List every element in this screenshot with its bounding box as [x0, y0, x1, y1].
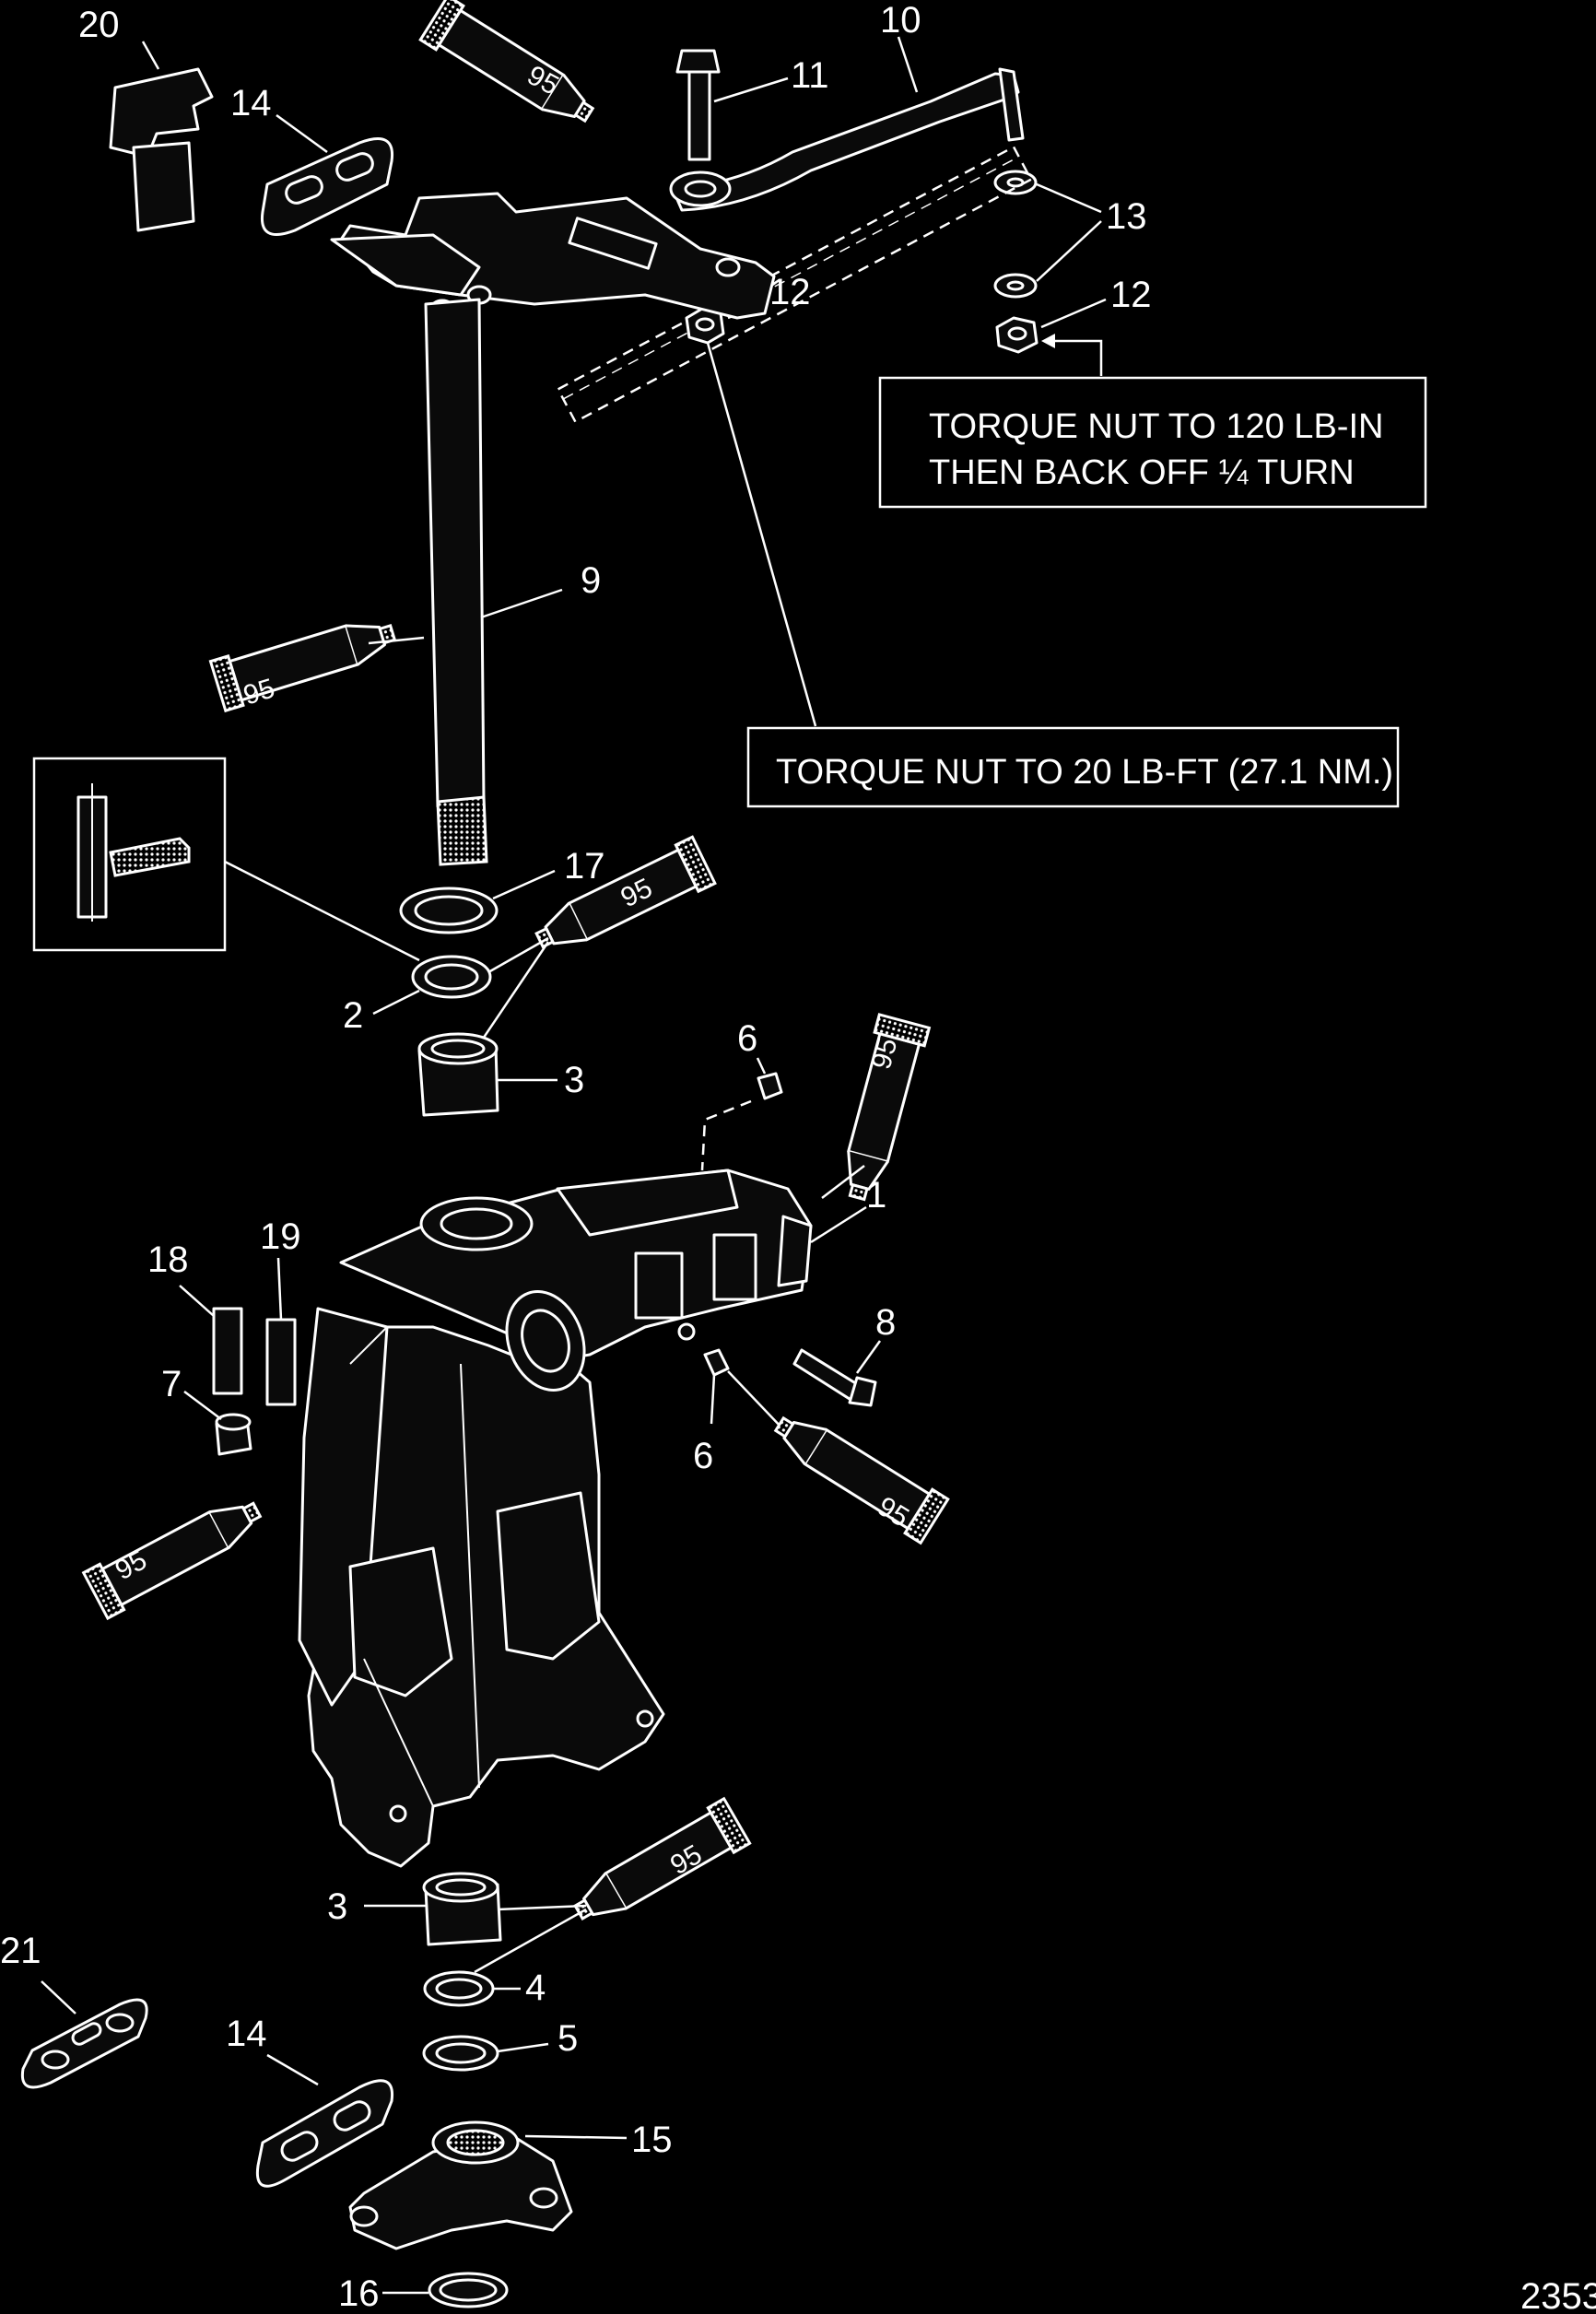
callout-1: 1	[866, 1175, 886, 1216]
leader-21	[41, 1980, 76, 2014]
figure-number: 2353	[1520, 2276, 1596, 2314]
leader-9	[480, 588, 563, 619]
part-8-bolt	[792, 1348, 877, 1407]
leader-17	[492, 869, 556, 900]
part-18-decal	[212, 1307, 243, 1395]
torque-note-20: TORQUE NUT TO 20 LB-FT (27.1 NM.)	[776, 753, 1393, 792]
leader-15	[524, 2134, 628, 2140]
leader-19	[276, 1257, 283, 1321]
leader-6-top	[756, 1057, 767, 1075]
part-3-bushing-top	[417, 1032, 499, 1117]
callout-20: 20	[78, 5, 120, 45]
part-19-decal	[265, 1318, 297, 1406]
callout-19: 19	[260, 1216, 301, 1257]
part-steering-arm	[330, 192, 776, 320]
leader-11	[713, 76, 789, 103]
leader-13b	[1036, 220, 1102, 282]
part-12-nut-right	[995, 316, 1039, 354]
torque-note-120-line1: TORQUE NUT TO 120 LB-IN	[929, 407, 1383, 446]
callout-10: 10	[880, 0, 921, 41]
part-20-decal	[109, 67, 214, 232]
leader-note-120	[1050, 339, 1103, 376]
callout-5: 5	[557, 2018, 578, 2059]
part-17-seal	[399, 887, 499, 934]
phantom-shaft	[556, 145, 1033, 424]
callout-12-center: 12	[769, 272, 811, 312]
callout-7: 7	[161, 1364, 182, 1404]
leader-8	[855, 1340, 882, 1374]
torque-note-box-20	[746, 726, 1400, 808]
leader-13a	[1036, 182, 1102, 214]
callout-18: 18	[147, 1239, 189, 1280]
callout-4: 4	[525, 1967, 546, 2008]
callout-2: 2	[343, 995, 363, 1036]
callout-16: 16	[338, 2273, 380, 2314]
leader-14-bottom	[266, 2053, 319, 2086]
leader-2	[372, 989, 420, 1016]
leader-10	[897, 36, 919, 93]
leader-18	[179, 1285, 215, 1317]
part-6-grease-fitting-bottom	[703, 1348, 730, 1377]
leader-12-right	[1040, 298, 1107, 329]
callout-15: 15	[631, 2120, 673, 2160]
part-6-grease-fitting-top	[757, 1072, 783, 1100]
inset-shaft-detail	[76, 783, 191, 922]
callout-6-bottom: 6	[693, 1436, 713, 1476]
part-14-retainer-plate-bottom	[255, 2079, 394, 2188]
torque-note-120-line2: THEN BACK OFF ¼ TURN	[929, 453, 1355, 492]
part-16-snap-ring	[428, 2272, 509, 2308]
callout-17: 17	[564, 846, 605, 887]
callout-3-top: 3	[564, 1060, 584, 1100]
callout-14-bottom: 14	[226, 2014, 267, 2054]
callout-12-right: 12	[1110, 275, 1152, 315]
callout-8: 8	[875, 1302, 896, 1343]
part-4-seal	[423, 1970, 495, 2007]
part-9-steering-shaft	[424, 298, 488, 866]
callout-21: 21	[0, 1931, 41, 1971]
part-21-retainer	[20, 1998, 148, 2089]
leader-note-20	[706, 342, 817, 727]
callout-9: 9	[581, 560, 601, 601]
part-14-retainer-plate-top	[260, 137, 394, 236]
part-3-bushing-bottom	[422, 1872, 502, 1946]
callout-3-bottom: 3	[327, 1886, 347, 1927]
callout-13: 13	[1106, 196, 1147, 237]
part-7-bushing	[215, 1413, 252, 1456]
part-2-seal	[411, 955, 492, 999]
leader-7	[183, 1391, 222, 1420]
part-11-bolt	[675, 49, 721, 161]
part-1-swivel-bracket	[298, 1169, 813, 1868]
leader-5	[497, 2042, 549, 2053]
part-10-link-rod	[669, 67, 1025, 212]
callout-14-top: 14	[230, 83, 272, 123]
callout-6-top: 6	[737, 1018, 757, 1059]
leader-6-bottom	[710, 1374, 716, 1425]
inset-detail-box	[32, 757, 227, 952]
callout-11: 11	[791, 55, 829, 96]
part-15-steering-yoke	[348, 2120, 573, 2250]
part-5-seal	[422, 2035, 499, 2072]
leader-inset	[224, 860, 420, 962]
leader-1	[810, 1205, 867, 1244]
leader-20	[141, 41, 160, 70]
leader-14-top	[276, 113, 328, 154]
torque-note-box-120	[878, 376, 1427, 509]
